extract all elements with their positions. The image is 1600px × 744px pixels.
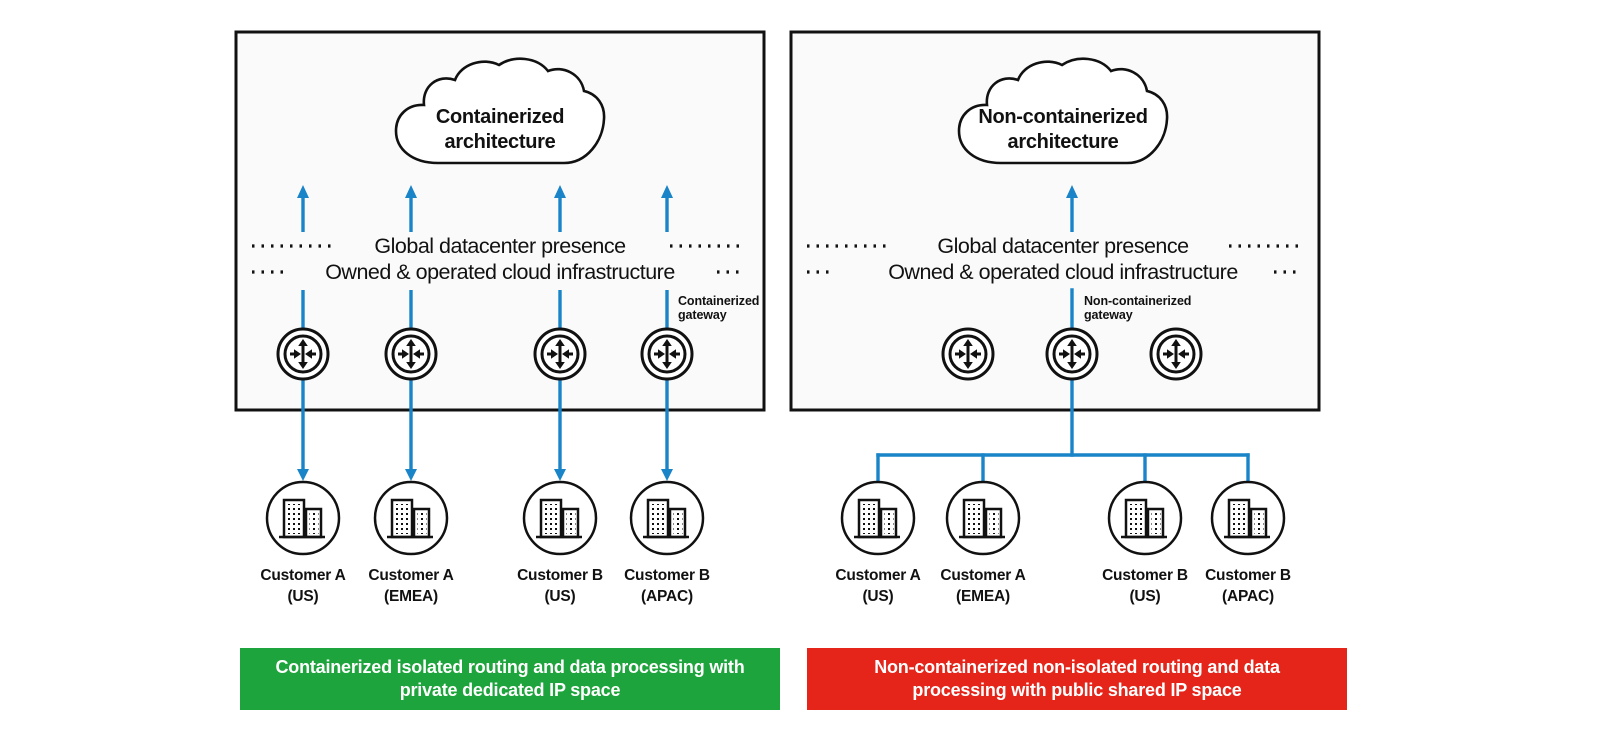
cloud-infrastructure-text-left: Owned & operated cloud infrastructure [325,260,675,284]
customer-name: Customer B [1102,567,1188,584]
customer-label: Customer B (APAC) [1183,566,1313,607]
router-icon [276,327,330,381]
dotted-leader-lines [252,244,1299,274]
datacenter-presence-text-right: Global datacenter presence [937,234,1189,258]
up-arrow-right [1066,185,1078,232]
customer-region: (APAC) [1222,587,1274,605]
customer-building-icon [840,480,916,556]
customer-region: (US) [287,587,319,605]
cloud-title-non-containerized: Non-containerized architecture [978,106,1148,153]
up-arrows-left [297,185,673,232]
non-containerized-banner: Non-containerized non-isolated routing a… [807,648,1347,710]
cloud-infrastructure-text-right: Owned & operated cloud infrastructure [888,260,1238,284]
customer-building-icon [629,480,705,556]
customer-name: Customer A [940,567,1026,584]
customer-label: Customer B (APAC) [602,566,732,607]
customer-name: Customer A [368,567,454,584]
customer-building-icon [1107,480,1183,556]
customer-name: Customer B [1205,567,1291,584]
router-icon [1149,327,1203,381]
customer-name: Customer A [835,567,921,584]
customer-region: (EMEA) [384,587,438,605]
customer-region: (US) [862,587,894,605]
containerized-banner: Containerized isolated routing and data … [240,648,780,710]
customer-name: Customer B [624,567,710,584]
customer-label: Customer A (US) [813,566,943,607]
customer-building-icon [373,480,449,556]
containerized-gateway-label: Containerized gateway [678,294,760,322]
customer-label: Customer B (US) [495,566,625,607]
router-icon [533,327,587,381]
non-containerized-gateway-router-icon [1045,327,1099,381]
customer-name: Customer B [517,567,603,584]
customer-region: (APAC) [641,587,693,605]
non-containerized-gateway-label: Non-containerized gateway [1084,294,1192,322]
customer-building-icon [1210,480,1286,556]
containerized-gateway-router-icon [640,327,694,381]
cloud-title-containerized: Containerized architecture [435,106,565,153]
customer-label: Customer A (EMEA) [346,566,476,607]
customer-label: Customer A (US) [238,566,368,607]
customer-name: Customer A [260,567,346,584]
customer-region: (US) [544,587,576,605]
customer-label: Customer A (EMEA) [918,566,1048,607]
customer-label: Customer B (US) [1080,566,1210,607]
router-icon [941,327,995,381]
customer-region: (EMEA) [956,587,1010,605]
customer-building-icon [945,480,1021,556]
customer-building-icon [522,480,598,556]
router-icon [384,327,438,381]
customer-region: (US) [1129,587,1161,605]
datacenter-presence-text-left: Global datacenter presence [374,234,626,258]
customer-building-icon [265,480,341,556]
